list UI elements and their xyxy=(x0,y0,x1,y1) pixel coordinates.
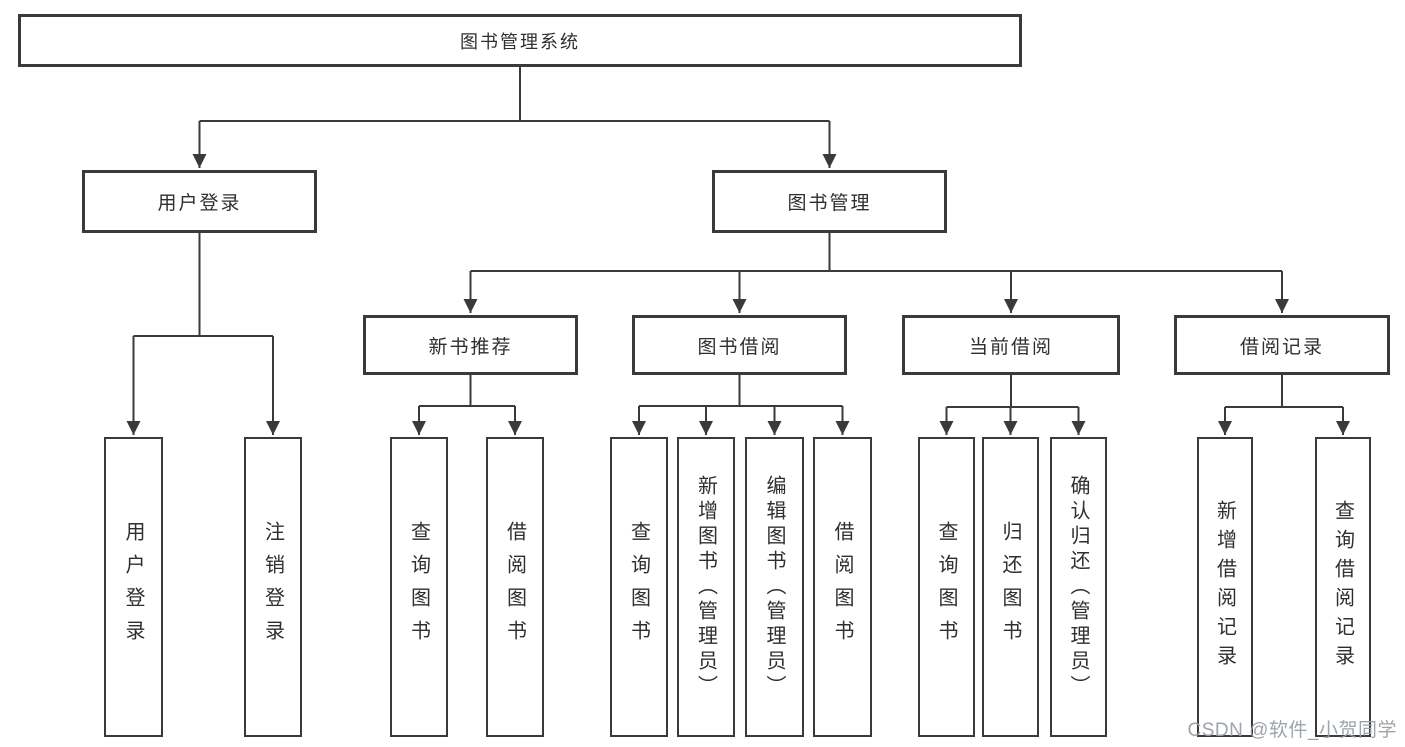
node-new-book-recommend-label: 新书推荐 xyxy=(428,336,513,358)
node-library-system: 图书管理系统 xyxy=(18,14,1022,67)
leaf-logout-label: 注销登录 xyxy=(261,521,284,653)
leaf-recommend-query-books: 查询图书 xyxy=(390,437,448,737)
leaf-add-borrow-record: 新增借阅记录 xyxy=(1197,437,1253,737)
leaf-query-borrow-record-label: 查询借阅记录 xyxy=(1331,500,1354,674)
leaf-recommend-borrow-books-label: 借阅图书 xyxy=(503,521,526,653)
node-borrow-records-label: 借阅记录 xyxy=(1239,336,1324,358)
leaf-user-login-label: 用户登录 xyxy=(122,521,144,653)
node-borrow-records: 借阅记录 xyxy=(1174,315,1390,375)
leaf-borrow-query-books-label: 查询图书 xyxy=(627,521,650,653)
leaf-borrow-books-label: 借阅图书 xyxy=(831,521,853,653)
node-book-borrow-label: 图书借阅 xyxy=(697,336,782,358)
leaf-confirm-return-admin-label: 确认归还（管理员） xyxy=(1067,474,1089,700)
leaf-add-books-admin: 新增图书（管理员） xyxy=(677,437,735,737)
node-library-system-label: 图书管理系统 xyxy=(460,31,580,52)
leaf-recommend-query-books-label: 查询图书 xyxy=(407,521,430,653)
node-book-management: 图书管理 xyxy=(712,170,947,233)
leaf-borrow-query-books: 查询图书 xyxy=(610,437,668,737)
leaf-logout: 注销登录 xyxy=(244,437,302,737)
leaf-query-borrow-record: 查询借阅记录 xyxy=(1315,437,1371,737)
csdn-watermark: CSDN @软件_小贺同学 xyxy=(1187,720,1397,741)
node-user-login: 用户登录 xyxy=(82,170,317,233)
node-current-borrow-label: 当前借阅 xyxy=(968,336,1053,358)
node-book-management-label: 图书管理 xyxy=(787,193,872,214)
leaf-confirm-return-admin: 确认归还（管理员） xyxy=(1050,437,1107,737)
node-current-borrow: 当前借阅 xyxy=(902,315,1120,375)
node-book-borrow: 图书借阅 xyxy=(632,315,847,375)
leaf-current-query-books-label: 查询图书 xyxy=(935,521,957,653)
leaf-edit-books-admin-label: 编辑图书（管理员） xyxy=(763,474,785,700)
leaf-recommend-borrow-books: 借阅图书 xyxy=(486,437,544,737)
leaf-user-login: 用户登录 xyxy=(104,437,163,737)
leaf-return-books: 归还图书 xyxy=(982,437,1039,737)
leaf-add-borrow-record-label: 新增借阅记录 xyxy=(1213,500,1236,674)
leaf-current-query-books: 查询图书 xyxy=(918,437,975,737)
leaf-add-books-admin-label: 新增图书（管理员） xyxy=(694,474,717,700)
leaf-return-books-label: 归还图书 xyxy=(999,521,1021,653)
leaf-borrow-books: 借阅图书 xyxy=(813,437,872,737)
node-user-login-label: 用户登录 xyxy=(157,193,242,214)
node-new-book-recommend: 新书推荐 xyxy=(363,315,578,375)
leaf-edit-books-admin: 编辑图书（管理员） xyxy=(745,437,804,737)
